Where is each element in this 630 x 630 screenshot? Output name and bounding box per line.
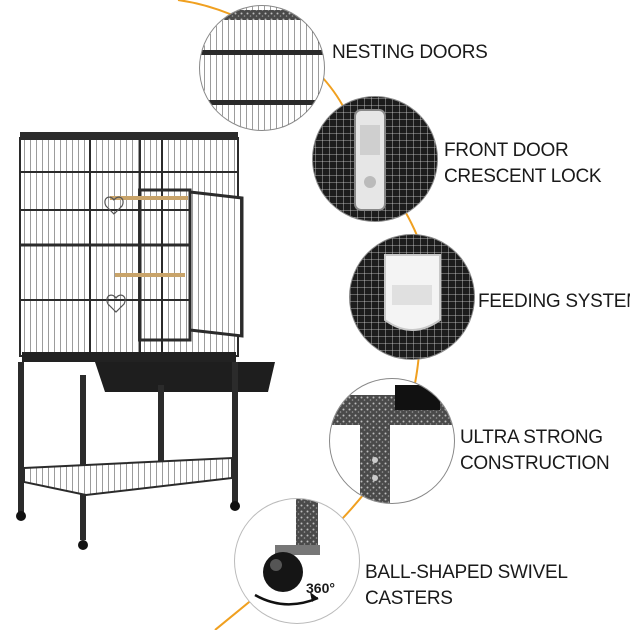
frame-joint-closeup [329,378,455,504]
feature-label-line: CONSTRUCTION [460,453,610,474]
caster-wheel-closeup [234,498,360,624]
feature-label-line: CASTERS [365,588,453,609]
feature-label-front-door-lock: FRONT DOOR CRESCENT LOCK [444,138,602,190]
bird-cage [16,132,275,550]
feature-label-feeding-system: FEEDING SYSTEM [478,289,630,315]
feature-label-line: FEEDING SYSTEM [478,291,630,312]
crescent-lock-closeup [312,96,438,222]
rotation-360-badge: 360° [306,580,335,596]
feature-label-line: FRONT DOOR [444,140,569,161]
feature-label-line: NESTING DOORS [332,42,488,63]
feature-label-line: CRESCENT LOCK [444,166,602,187]
feature-label-construction: ULTRA STRONG CONSTRUCTION [460,425,610,477]
feature-label-line: ULTRA STRONG [460,427,603,448]
feeder-cup-closeup [349,234,475,360]
nesting-doors-closeup [199,5,325,131]
feature-label-line: BALL-SHAPED SWIVEL [365,562,568,583]
feature-label-nesting-doors: NESTING DOORS [332,40,488,66]
feature-label-casters: BALL-SHAPED SWIVEL CASTERS [365,560,568,612]
